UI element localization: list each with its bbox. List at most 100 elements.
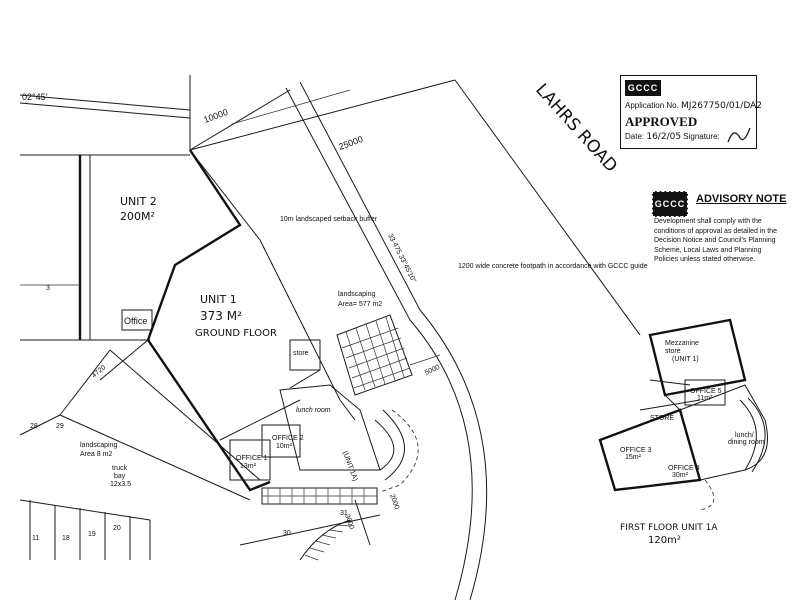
office2-label: OFFICE 2 bbox=[272, 435, 304, 442]
unit1a-stair-label: (UNIT 1A) bbox=[341, 450, 358, 482]
landscaped-setback: 10m landscaped setback buffer bbox=[280, 216, 378, 223]
office1-label: OFFICE 1 bbox=[236, 455, 268, 462]
truck-bay-2: bay bbox=[114, 473, 126, 480]
top-boundary-line-2 bbox=[19, 102, 191, 119]
parking-number-28: 28 bbox=[30, 423, 38, 430]
lower-hatch bbox=[261, 487, 378, 505]
truck-bay-edge-2 bbox=[109, 349, 261, 481]
parking-number-20: 20 bbox=[113, 525, 121, 532]
landscaping-left-area: Area 8 m2 bbox=[80, 451, 112, 458]
application-number: MJ267750/01/DA2 bbox=[681, 101, 762, 111]
dimension-25000: 25000 bbox=[337, 134, 364, 152]
approved-label: APPROVED bbox=[625, 114, 698, 129]
gccc-logo: GCCC bbox=[625, 80, 661, 96]
truck-bay-3: 12x3.5 bbox=[110, 481, 131, 488]
ff-lunch-label-2: dining room bbox=[728, 439, 765, 446]
stair-curve bbox=[374, 419, 395, 471]
mezzanine-unit: (UNIT 1) bbox=[672, 356, 699, 363]
unit2-name: UNIT 2 bbox=[120, 195, 157, 208]
property-boundary-side bbox=[189, 89, 291, 151]
unit1-name: UNIT 1 bbox=[200, 293, 237, 306]
date-value: 16/2/05 bbox=[646, 132, 682, 142]
advisory-text: Development shall comply with the condit… bbox=[654, 218, 777, 263]
parking-number-19: 19 bbox=[88, 531, 96, 538]
date-label: Date: bbox=[625, 132, 645, 141]
landscaping-hatch bbox=[336, 314, 413, 396]
truck-bay-edge bbox=[59, 414, 251, 501]
unit1-wall bbox=[146, 149, 271, 492]
unit1-area: 373 M² bbox=[200, 309, 242, 323]
footpath-note-text: 1200 wide concrete footpath in accordanc… bbox=[458, 263, 662, 270]
dimension-3000-label: 3000 bbox=[343, 513, 355, 530]
ff-lunch-label: lunch/ bbox=[735, 432, 754, 439]
landscaping-left: landscaping bbox=[80, 442, 117, 449]
lunch-room-label: lunch room bbox=[296, 407, 331, 414]
advisory-logo: GCCC bbox=[652, 191, 688, 217]
unit2-area: 200M² bbox=[120, 210, 155, 223]
parking-bays bbox=[19, 499, 151, 560]
office4-label: OFFICE 4 bbox=[668, 465, 700, 472]
stair-treads bbox=[304, 524, 351, 561]
approval-stamp: GCCC Application No. MJ267750/01/DA2 APP… bbox=[620, 75, 762, 149]
unit2-office-label: Office bbox=[124, 316, 147, 326]
office1-area: 13m² bbox=[240, 463, 257, 470]
parking-number-18: 18 bbox=[62, 535, 70, 542]
office3-area: 15m² bbox=[625, 454, 642, 461]
road-name: LAHRS ROAD bbox=[531, 80, 621, 177]
dimension-5000 bbox=[409, 354, 441, 366]
mezzanine-store: store bbox=[665, 348, 681, 355]
road-edge-west bbox=[299, 81, 488, 600]
office3-label: OFFICE 3 bbox=[620, 447, 652, 454]
landscaping-area: Area= 577 m2 bbox=[338, 301, 382, 308]
parking-number-3: 3 bbox=[46, 285, 50, 292]
parking-number-11: 11 bbox=[32, 535, 39, 542]
first-floor-title: FIRST FLOOR UNIT 1A bbox=[620, 523, 718, 533]
stair-line-1 bbox=[289, 369, 321, 389]
signature-scribble bbox=[727, 127, 751, 143]
ff-store-label: STORE bbox=[650, 415, 674, 422]
dimension-30: 30 bbox=[283, 530, 291, 537]
road-edge-east bbox=[454, 79, 641, 336]
unit1-office-wall bbox=[219, 399, 301, 441]
boundary-diagonal-2 bbox=[99, 339, 149, 381]
dimension-4720: 4720 bbox=[91, 364, 108, 379]
mezzanine-label: Mezzanine bbox=[665, 340, 699, 347]
store-label: store bbox=[293, 350, 309, 357]
boundary-left bbox=[19, 414, 61, 436]
dimension-10000: 10000 bbox=[202, 107, 229, 125]
dimension-3000 bbox=[354, 499, 371, 546]
lunch-room-outline bbox=[279, 384, 381, 471]
top-boundary-line bbox=[19, 94, 191, 111]
advisory-title: ADVISORY NOTE bbox=[696, 193, 787, 205]
road-bearing: 33·475 33°45'10" bbox=[386, 232, 418, 284]
office2-area: 10m² bbox=[276, 443, 293, 450]
parking-number-29: 29 bbox=[56, 423, 64, 430]
stair-dashed bbox=[379, 409, 419, 493]
office5-area: 11m² bbox=[697, 395, 713, 402]
signature-label: Signature: bbox=[683, 132, 720, 141]
advisory-note: GCCC ADVISORY NOTE Development shall com… bbox=[648, 187, 788, 269]
stair-curve-outer bbox=[382, 409, 405, 481]
dimension-31: 31 bbox=[340, 510, 348, 517]
truck-bay-1: truck bbox=[112, 465, 128, 472]
dimension-2000: 2000 bbox=[388, 493, 400, 510]
road-edge-west-2 bbox=[285, 87, 473, 600]
unit1-floor: GROUND FLOOR bbox=[195, 328, 277, 339]
landscaping-label: landscaping bbox=[338, 291, 375, 298]
application-label: Application No. bbox=[625, 101, 679, 110]
first-floor-area: 120m² bbox=[648, 535, 681, 546]
office4-area: 30m² bbox=[672, 472, 689, 479]
first-floor-plan bbox=[598, 318, 768, 511]
dimension-line-25000 bbox=[231, 89, 351, 125]
store-outline bbox=[289, 339, 321, 371]
office1-outline bbox=[229, 439, 271, 481]
dimension-5000-label: 5000 bbox=[424, 364, 441, 377]
bearing-top-left: 02°45' bbox=[22, 92, 48, 102]
office5-label: OFFICE 5 bbox=[690, 388, 722, 395]
boundary-diagonal bbox=[59, 349, 111, 416]
unit1-wall-east bbox=[189, 149, 356, 421]
unit2-office-box bbox=[121, 309, 153, 331]
driveway-edge bbox=[239, 514, 381, 546]
